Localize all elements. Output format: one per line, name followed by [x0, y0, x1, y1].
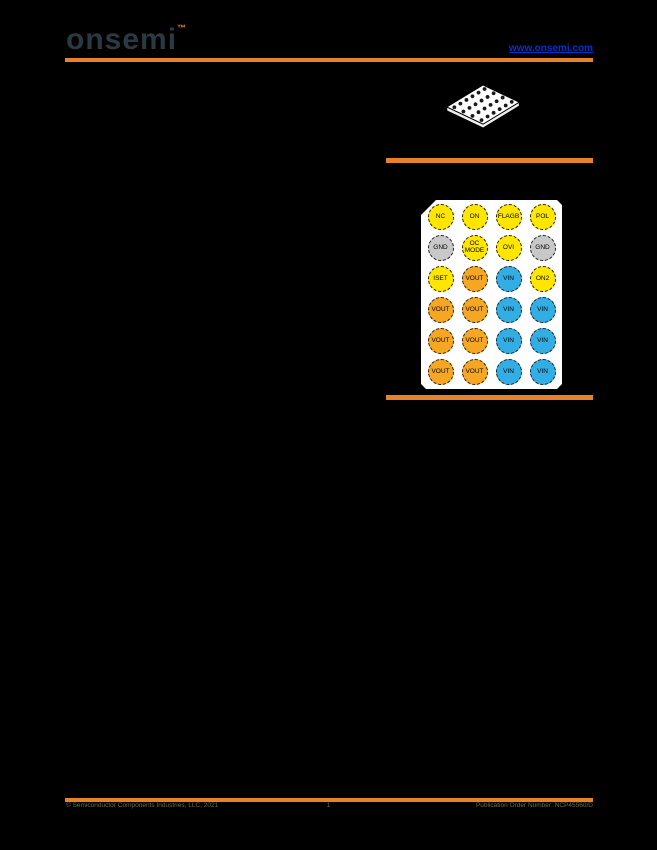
pin-label: VIN	[537, 336, 548, 344]
pin-label: ON	[469, 212, 480, 220]
pin-iset: ISET	[428, 266, 454, 292]
package-top-face	[445, 84, 521, 125]
package-ball	[452, 105, 457, 110]
pin-diagram: NC ON FLAGB POL GND OC MODE OVI GND ISET VOUT VIN O…	[421, 200, 562, 389]
package-ball	[485, 114, 490, 119]
package-ball	[476, 90, 481, 95]
package-ball	[497, 107, 502, 112]
pin-label: ON2	[535, 274, 550, 282]
footer-copyright: © Semiconductor Components Industries, L…	[66, 802, 219, 809]
pin-vout: VOUT	[462, 266, 488, 292]
pin-oc-mode: OC MODE	[462, 235, 488, 261]
pin-vin: VIN	[496, 328, 522, 354]
pin-label: VIN	[503, 274, 514, 282]
package-ball	[464, 98, 469, 102]
website-link[interactable]: www.onsemi.com	[508, 43, 593, 54]
package-ball	[494, 99, 499, 104]
package-ball	[500, 95, 505, 100]
footer-page-number: 1	[326, 802, 331, 809]
pin-vin: VIN	[496, 297, 522, 323]
pin-vout: VOUT	[428, 297, 454, 323]
package-ball	[482, 87, 487, 91]
footer-publication: Publication Order Number: NCP45560/D	[475, 802, 593, 809]
pin-label: NC	[435, 212, 446, 220]
pin-grid: NC ON FLAGB POL GND OC MODE OVI GND ISET VOUT VIN O…	[421, 200, 562, 389]
package-ball	[470, 113, 475, 118]
pin-label: VIN	[503, 367, 514, 375]
package-ball	[476, 110, 481, 115]
pin-vin: VIN	[496, 359, 522, 385]
onsemi-logo: onsemi™	[66, 24, 186, 55]
pin-gnd: GND	[530, 235, 556, 261]
package-illustration-icon	[445, 84, 521, 129]
pin-label: VOUT	[465, 367, 484, 375]
package-ball	[482, 106, 487, 111]
pin-vin: VIN	[530, 297, 556, 323]
pin-label: VIN	[537, 367, 548, 375]
package-ball	[470, 94, 475, 99]
pin-gnd: GND	[428, 235, 454, 261]
pin-label: POL	[535, 212, 549, 220]
pin-vout: VOUT	[462, 359, 488, 385]
pin-label: FLAGB	[497, 212, 520, 220]
pin-label: VIN	[503, 336, 514, 344]
pin-label: VOUT	[465, 336, 484, 344]
pin-vout: VOUT	[462, 328, 488, 354]
pin-vout: VOUT	[428, 359, 454, 385]
pin-label: VIN	[503, 305, 514, 313]
pin-label: OC MODE	[464, 240, 485, 254]
pin-vin: VIN	[530, 328, 556, 354]
pin-label: ISET	[433, 274, 448, 282]
pin-on2: ON2	[530, 266, 556, 292]
pin-label: VOUT	[431, 367, 450, 375]
pin-label: GND	[433, 243, 448, 251]
pin-flagb: FLAGB	[496, 204, 522, 230]
trademark-symbol: ™	[177, 23, 187, 33]
section-rule-top	[386, 158, 593, 163]
pin-label: GND	[535, 243, 550, 251]
pin-ovi: OVI	[496, 235, 522, 261]
pin-vin: VIN	[530, 359, 556, 385]
pin-label: OVI	[502, 243, 515, 251]
pin-vout: VOUT	[428, 328, 454, 354]
package-ball	[458, 101, 463, 106]
package-ball	[509, 99, 514, 104]
package-ball	[479, 118, 484, 123]
package-ball	[491, 110, 496, 115]
footer-rule	[65, 798, 593, 802]
package-ball	[491, 91, 496, 96]
section-rule-bottom	[386, 395, 593, 400]
package-ball	[467, 106, 472, 110]
pin-label: VIN	[537, 305, 548, 313]
header-rule	[65, 58, 593, 62]
pin-label: VOUT	[465, 305, 484, 313]
package-ball	[488, 102, 493, 107]
pin-label: VOUT	[431, 305, 450, 313]
pin-pol: POL	[530, 204, 556, 230]
pin-vout: VOUT	[462, 297, 488, 323]
package-ball	[503, 103, 508, 108]
pin-vin: VIN	[496, 266, 522, 292]
package-ball	[479, 98, 484, 103]
pin-on: ON	[462, 204, 488, 230]
package-ball	[473, 102, 478, 107]
package-ball	[461, 109, 466, 114]
pin-nc: NC	[428, 204, 454, 230]
pin-label: VOUT	[431, 336, 450, 344]
package-balls	[452, 87, 514, 123]
pin-label: VOUT	[465, 274, 484, 282]
logo-text: onsemi	[66, 23, 178, 56]
package-ball	[485, 95, 490, 99]
